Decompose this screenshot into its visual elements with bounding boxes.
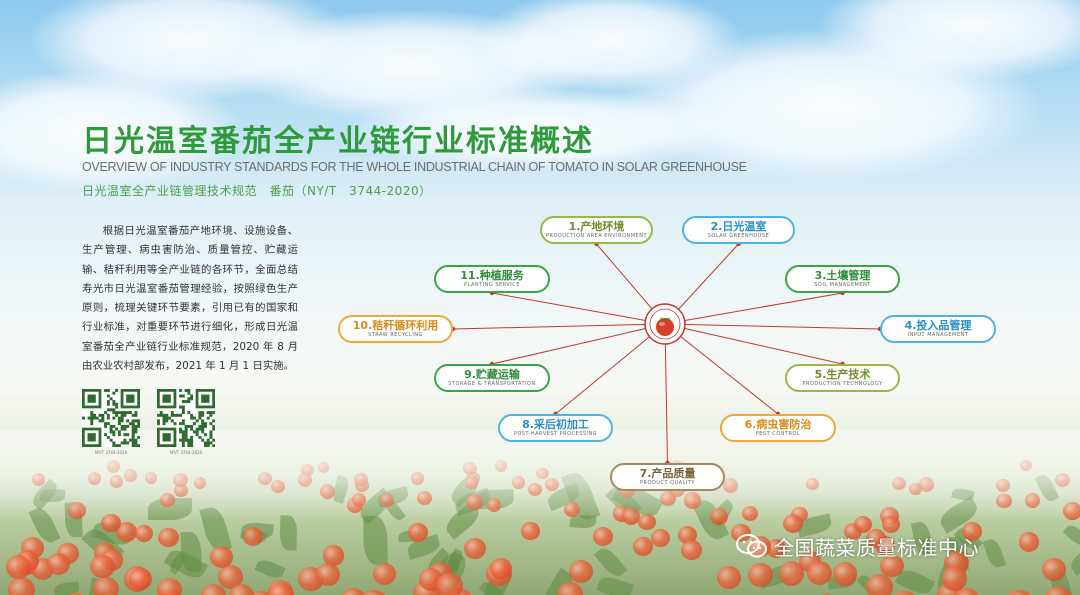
chain-node-label-en: PLANTING SERVICE: [464, 282, 520, 288]
chain-node-label: 1.产地环境: [568, 220, 625, 233]
qr-caption-1: NY/T 3744-2020: [94, 450, 128, 455]
brand-name: 全国蔬菜质量标准中心: [774, 535, 979, 560]
connector-3: [664, 292, 843, 325]
description-paragraph: 根据日光温室番茄产地环境、设施设备、生产管理、病虫害防治、质量管控、贮藏运输、秸…: [82, 222, 298, 376]
chain-node-label: 5.生产技术: [814, 368, 871, 381]
chain-node-label-en: PRODUCT QUALITY: [640, 480, 695, 486]
hub-inner-ring: [649, 308, 681, 340]
connector-5: [664, 323, 843, 365]
page-title: 日光温室番茄全产业链行业标准概述: [82, 124, 594, 159]
standard-reference: 日光温室全产业链管理技术规范 番茄（NY/T 3744-2020）: [82, 184, 432, 198]
chain-node-label: 2.日光温室: [710, 220, 767, 233]
chain-node-label-en: SOIL MANAGEMENT: [814, 282, 871, 288]
connector-4: [664, 323, 881, 330]
chain-node-label: 6.病虫害防治: [744, 418, 812, 431]
qr-code-1: [82, 389, 140, 447]
chain-node-label: 3.土壤管理: [814, 269, 871, 282]
chain-node-label: 8.采后初加工: [522, 418, 589, 431]
page-subtitle-en: OVERVIEW OF INDUSTRY STANDARDS FOR THE W…: [82, 160, 747, 174]
connector-7: [664, 323, 668, 464]
connector-11: [491, 292, 666, 325]
tomato-icon: [656, 317, 674, 336]
chain-node-label: 10.秸秆循环利用: [352, 319, 439, 332]
chain-node-label-en: PEST CONTROL: [755, 431, 801, 437]
connector-10: [452, 323, 666, 330]
chain-node-label: 4.投入品管理: [904, 319, 972, 332]
brand-watermark: 全国蔬菜质量标准中心: [736, 533, 979, 560]
chain-node-label-en: PRODUCTION AREA ENVIRONMENT: [546, 233, 647, 239]
chain-node-label-en: SOLAR GREENHOUSE: [707, 233, 770, 239]
chain-node-label-en: STORAGE & TRANSPORTATION: [448, 381, 536, 387]
wechat-icon: [736, 534, 767, 558]
qr-code-2: [157, 389, 215, 447]
chain-node-label: 11.种植服务: [460, 269, 524, 282]
chain-node-label-en: POST-HARVEST PROCESSING: [513, 431, 598, 437]
chain-node-label-en: PRODUCTION TECHNOLOGY: [802, 381, 883, 387]
chain-node-label: 9.贮藏运输: [464, 368, 520, 381]
qr-caption-2: NY/T 3744-2020: [169, 450, 203, 455]
connector-8: [555, 323, 666, 415]
chain-node-label-en: STRAW RECYCLING: [368, 332, 423, 338]
chain-node-label-en: INPUT MANAGEMENT: [907, 332, 969, 338]
chain-node-label: 7.产品质量: [639, 467, 696, 480]
connector-9: [491, 323, 666, 365]
connector-6: [664, 323, 779, 415]
description-text: 根据日光温室番茄产地环境、设施设备、生产管理、病虫害防治、质量管控、贮藏运输、秸…: [82, 225, 298, 373]
